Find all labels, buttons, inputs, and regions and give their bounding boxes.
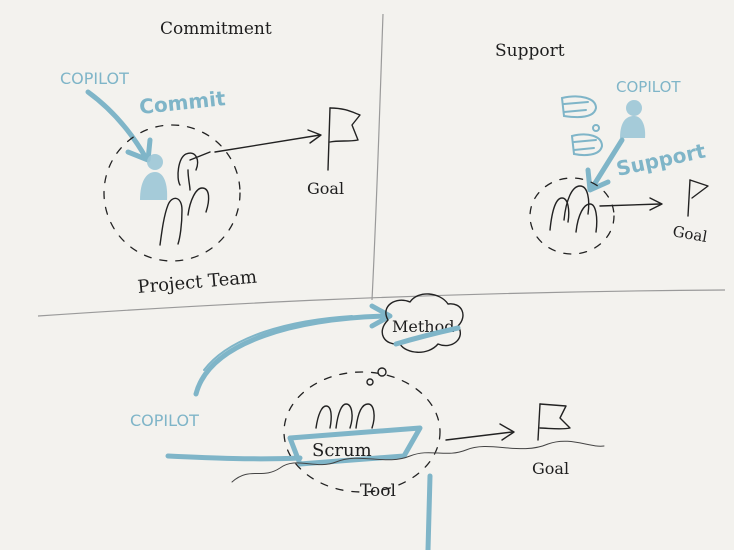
support-team-circle [529,177,615,255]
tool-label: Tool [360,481,396,501]
support-copilot-figure-icon [620,100,646,138]
support-goal-arrowhead-icon [649,197,663,211]
bottom-copilot-label: COPILOT [130,411,199,430]
commitment-arrowhead-icon [307,129,322,144]
commit-label: Commit [138,86,227,119]
support-team-members-icon [549,185,598,233]
horizontal-divider [37,289,726,317]
commitment-title: Commitment [160,19,272,39]
commitment-goal-label: Goal [307,179,344,198]
bottom-goal-arrowhead-icon [499,423,515,441]
support-goal-arrow [599,203,661,207]
team-members-icon [159,151,211,246]
bottom-goal-label: Goal [532,459,569,478]
project-team-circle [103,124,241,262]
scrum-circle [283,371,441,493]
commitment-quadrant: Commitment COPILOT Commit Goal Project T… [60,19,361,298]
commit-arrow [85,89,149,161]
commitment-copilot-label: COPILOT [60,69,129,88]
copilot-figure-icon [140,154,168,200]
support-arrow [589,137,625,191]
method-arrowhead-icon [369,303,393,329]
commitment-flag-icon [327,107,361,171]
bottom-flag-icon [537,403,571,441]
scrum-boat-icon [287,425,423,467]
water-waves [231,440,605,483]
support-quadrant: Support COPILOT Support [495,41,709,255]
method-underline [393,325,461,347]
commitment-goal-arrow [214,134,321,153]
support-goal-label: Goal [671,222,709,246]
method-arrow-sketch-line [203,315,353,371]
tool-paddle-icon [425,473,433,550]
project-team-label: Project Team [137,267,258,298]
vertical-divider [371,13,384,301]
thought-bubble-dot-icon [377,367,387,377]
speech-bubbles-icon [560,95,604,156]
copilot-paddle-stroke [165,453,303,462]
bottom-goal-arrow [445,431,513,441]
support-copilot-label: COPILOT [616,78,681,96]
thought-bubble-dot-icon [366,378,374,386]
support-flag-icon [687,179,709,217]
method-arrow [193,313,391,397]
boat-crew-icon [315,403,375,429]
support-arrowhead-icon [585,167,611,193]
support-label: Support [614,139,708,181]
support-title: Support [495,41,565,61]
bottom-section: Method Scrum COPILOT Tool Goal [130,293,605,550]
scrum-label: Scrum [312,440,372,461]
